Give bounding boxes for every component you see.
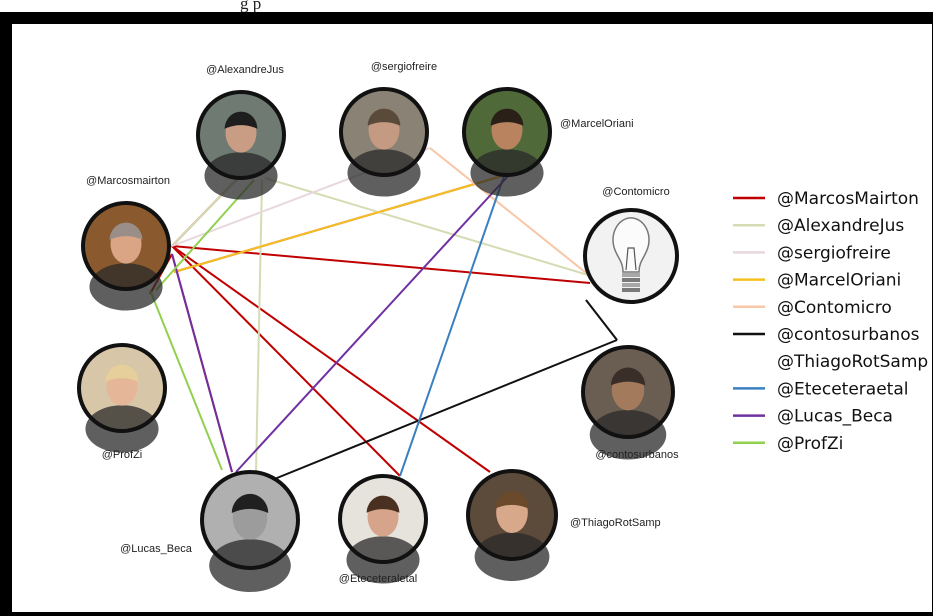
legend-item: @contosurbanos bbox=[733, 325, 920, 345]
edge-marcosmairton-to-eteceteraletal bbox=[171, 245, 401, 477]
edge-marceloriani-to-marcosmairton bbox=[173, 175, 503, 273]
avatar-lucas_beca-hair bbox=[231, 493, 269, 514]
lightbulb-icon bbox=[612, 217, 650, 292]
node-label-alexandrejus: @AlexandreJus bbox=[206, 64, 284, 76]
node-label-marceloriani: @MarcelOriani bbox=[560, 118, 634, 130]
edges-layer bbox=[149, 147, 618, 481]
avatar-contomicro-ring bbox=[583, 208, 679, 304]
nodes-layer: @AlexandreJus @sergiofreire @MarcelOriani @… bbox=[77, 61, 679, 592]
avatar-thiagorotsamp-ring bbox=[466, 469, 558, 561]
node-label-eteceteraletal: @Eteceteraletal bbox=[339, 573, 417, 585]
avatar-marcosmairton-hair bbox=[109, 222, 143, 240]
node-label-contosurbanos: @contosurbanos bbox=[595, 449, 679, 461]
legend-item: @Contomicro bbox=[733, 298, 892, 318]
legend-label: @Eteceteraetal bbox=[777, 379, 908, 399]
node-label-profzi: @ProfZi bbox=[102, 449, 143, 461]
edge-alexandrejus-to-contomicro bbox=[264, 177, 589, 276]
legend-item: @MarcelOriani bbox=[733, 271, 901, 291]
legend-label: @Contomicro bbox=[777, 298, 892, 318]
avatar-sergiofreire-ring bbox=[339, 87, 429, 177]
legend-item: @ProfZi bbox=[733, 434, 843, 454]
node-eteceteraletal[interactable]: @Eteceteraletal bbox=[338, 474, 428, 585]
node-lucas_beca[interactable]: @Lucas_Beca bbox=[120, 470, 300, 592]
avatar-thiagorotsamp-shoulders bbox=[474, 532, 550, 581]
node-sergiofreire[interactable]: @sergiofreire bbox=[339, 61, 437, 197]
legend-label: @Lucas_Beca bbox=[777, 407, 893, 427]
legend-item: @ThiagoRotSamp bbox=[777, 352, 928, 372]
legend-label: @ProfZi bbox=[777, 434, 843, 454]
node-thiagorotsamp[interactable]: @ThiagoRotSamp bbox=[466, 469, 661, 581]
edge-alexandrejus-to-lucas_beca bbox=[255, 179, 263, 473]
legend-label: @AlexandreJus bbox=[777, 216, 904, 236]
edge-profzi-to-lucas_beca bbox=[149, 289, 223, 471]
avatar-marceloriani-ring bbox=[462, 87, 552, 177]
avatar-contosurbanos-ring bbox=[581, 345, 675, 439]
avatar-alexandrejus-shoulders bbox=[204, 152, 278, 200]
node-contomicro[interactable]: @Contomicro bbox=[583, 186, 679, 304]
legend-item: @Lucas_Beca bbox=[733, 407, 893, 427]
avatar-contosurbanos-hair bbox=[610, 367, 646, 386]
avatar-alexandrejus-ring bbox=[196, 90, 286, 180]
edge-marcosmairton-to-thiagorotsamp bbox=[171, 245, 491, 473]
node-label-sergiofreire: @sergiofreire bbox=[371, 61, 437, 73]
avatar-contosurbanos-shoulders bbox=[589, 410, 667, 460]
node-label-lucas_beca: @Lucas_Beca bbox=[120, 543, 193, 555]
avatar-alexandrejus-hair bbox=[224, 111, 258, 129]
avatar-marcosmairton-ring bbox=[81, 201, 171, 291]
node-label-contomicro: @Contomicro bbox=[602, 186, 669, 198]
legend-label: @contosurbanos bbox=[777, 325, 920, 345]
node-alexandrejus[interactable]: @AlexandreJus bbox=[196, 64, 286, 200]
node-contosurbanos[interactable]: @contosurbanos bbox=[581, 345, 679, 461]
avatar-profzi-hair bbox=[105, 364, 139, 382]
avatar-eteceteraletal-hair bbox=[366, 495, 400, 513]
top-strip-text: g p bbox=[240, 0, 261, 13]
avatar-marceloriani-hair bbox=[490, 108, 524, 126]
avatar-marceloriani-shoulders bbox=[470, 149, 544, 197]
avatar-eteceteraletal-ring bbox=[338, 474, 428, 564]
legend-item: @AlexandreJus bbox=[733, 216, 904, 236]
avatar-marcosmairton-shoulders bbox=[89, 263, 163, 311]
edge-contosurbanos-to-lucas_beca bbox=[271, 339, 618, 481]
legend-label: @sergiofreire bbox=[777, 243, 891, 263]
edge-lucas_beca-to-marcosmairton bbox=[171, 253, 233, 473]
edge-lucas_beca-to-marceloriani bbox=[235, 175, 509, 473]
legend-item: @MarcosMairton bbox=[733, 189, 919, 209]
legend-label: @MarcelOriani bbox=[777, 271, 901, 291]
legend-label: @MarcosMairton bbox=[777, 189, 919, 209]
edge-marcosmairton-to-contomicro bbox=[171, 245, 591, 284]
avatar-lucas_beca-ring bbox=[200, 470, 300, 570]
avatar-lucas_beca-shoulders bbox=[209, 539, 291, 592]
node-label-marcosmairton: @Marcosmairton bbox=[86, 175, 170, 187]
legend: @MarcosMairton @AlexandreJus @sergiofreire… bbox=[733, 189, 928, 454]
avatar-thiagorotsamp-hair bbox=[495, 491, 529, 509]
node-marcosmairton[interactable]: @Marcosmairton bbox=[81, 175, 171, 311]
node-label-thiagorotsamp: @ThiagoRotSamp bbox=[570, 517, 661, 529]
legend-item: @sergiofreire bbox=[733, 243, 891, 263]
avatar-sergiofreire-hair bbox=[367, 108, 401, 126]
avatar-sergiofreire-shoulders bbox=[347, 149, 421, 197]
avatar-profzi-ring bbox=[77, 343, 167, 433]
edge-contomicro-to-sergiofreire bbox=[429, 147, 591, 277]
node-marceloriani[interactable]: @MarcelOriani bbox=[462, 87, 634, 197]
legend-item: @Eteceteraetal bbox=[733, 379, 908, 399]
edge-contosurbanos-to-contomicro bbox=[585, 299, 618, 341]
avatar-eteceteraletal-shoulders bbox=[346, 536, 420, 584]
frame-border bbox=[0, 12, 933, 616]
legend-label: @ThiagoRotSamp bbox=[777, 352, 928, 372]
edge-eteceteraletal-to-marceloriani bbox=[399, 175, 505, 477]
node-profzi[interactable]: @ProfZi bbox=[77, 343, 167, 461]
avatar-profzi-shoulders bbox=[85, 405, 159, 453]
